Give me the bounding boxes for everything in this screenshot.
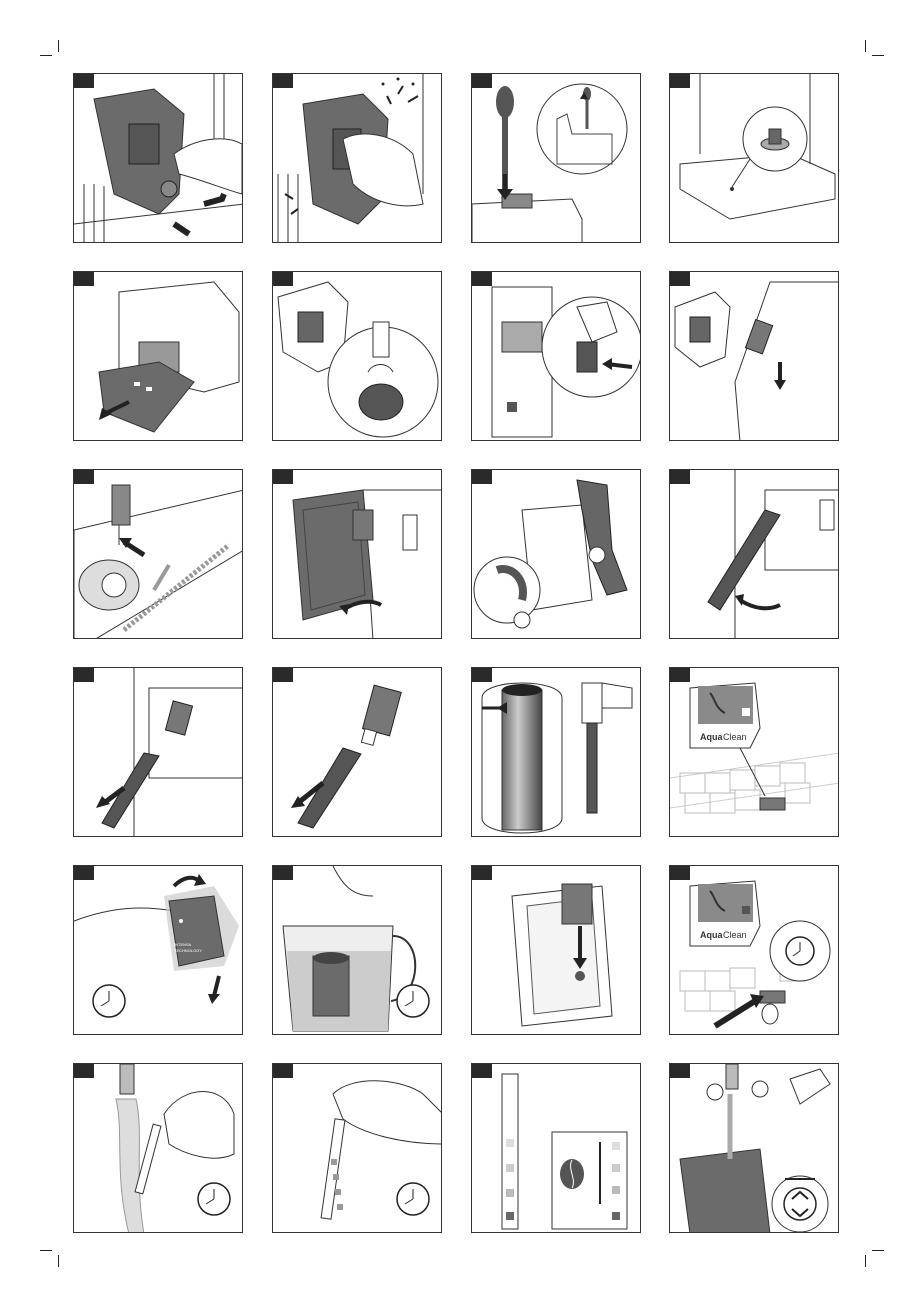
step-number	[472, 668, 492, 682]
lubricate-brew-group-icon	[670, 272, 839, 441]
lubricate-machine-inside-icon	[472, 272, 641, 441]
water-tank-removal-icon	[273, 470, 442, 639]
step-panel-19	[471, 865, 641, 1035]
step-panel-12	[669, 469, 839, 639]
milk-tube-removal-icon	[670, 470, 839, 639]
step-number	[74, 866, 94, 880]
step-number	[74, 668, 94, 682]
test-strip-wait-icon	[273, 1064, 442, 1233]
step-number	[273, 1064, 293, 1078]
crop-mark-top-left-v	[58, 40, 59, 52]
step-number	[273, 74, 293, 88]
step-panel-18	[272, 865, 442, 1035]
step-panel-15	[471, 667, 641, 837]
step-number	[273, 470, 293, 484]
step-panel-20: Aqua Clean	[669, 865, 839, 1035]
crop-mark-top-right-h	[872, 55, 884, 56]
filter-shake-icon: INTENSA TECHNOLOGY	[74, 866, 243, 1035]
brew-group-cleaning-icon	[273, 74, 442, 243]
filter-logo-line1: INTENSA	[174, 942, 192, 947]
step-panel-3	[471, 73, 641, 243]
step-panel-10	[272, 469, 442, 639]
step-number	[472, 74, 492, 88]
drip-tray-removal-icon	[74, 272, 243, 441]
aquaclean-activate-icon: Aqua Clean	[670, 866, 839, 1035]
step-number	[74, 272, 94, 286]
crop-mark-top-left-h	[40, 55, 52, 56]
filter-logo-line2: TECHNOLOGY	[174, 948, 202, 953]
tube-disassemble-icon	[273, 668, 442, 837]
crop-mark-top-right-v	[865, 40, 866, 52]
filter-handle-icon	[472, 470, 641, 639]
step-number	[670, 470, 690, 484]
step-number	[472, 272, 492, 286]
lubricate-rails-icon	[74, 470, 243, 639]
step-panel-1	[73, 73, 243, 243]
crop-mark-bottom-right-h	[872, 1250, 884, 1251]
step-number	[670, 866, 690, 880]
step-panel-8	[669, 271, 839, 441]
step-number	[670, 1064, 690, 1078]
step-panel-7	[471, 271, 641, 441]
step-panel-2	[272, 73, 442, 243]
step-panel-5	[73, 271, 243, 441]
step-number	[273, 668, 293, 682]
test-strip-water-icon	[74, 1064, 243, 1233]
hardness-scale-icon	[472, 1064, 641, 1233]
crop-mark-bottom-left-v	[58, 1255, 59, 1267]
step-number	[472, 866, 492, 880]
tube-inspect-icon	[472, 668, 641, 837]
step-panel-9	[73, 469, 243, 639]
step-panel-23	[471, 1063, 641, 1233]
filter-soak-icon	[273, 866, 442, 1035]
step-panel-6	[272, 271, 442, 441]
step-panel-17: INTENSA TECHNOLOGY	[73, 865, 243, 1035]
step-panel-4	[669, 73, 839, 243]
brew-group-removal-icon	[74, 74, 243, 243]
step-panel-21	[73, 1063, 243, 1233]
aquaclean-word: Clean	[723, 930, 747, 940]
step-number	[670, 74, 690, 88]
aquaclean-brand: Aqua	[700, 732, 723, 742]
step-number	[74, 74, 94, 88]
step-panel-14	[272, 667, 442, 837]
brew-group-lubricate-icon	[273, 272, 442, 441]
tube-cap-removal-icon	[74, 668, 243, 837]
machine-top-view-icon	[670, 74, 839, 243]
step-number	[670, 668, 690, 682]
crop-mark-bottom-left-h	[40, 1250, 52, 1251]
spoon-measuring-icon	[472, 74, 641, 243]
crop-mark-bottom-right-v	[865, 1255, 866, 1267]
step-panel-16: Aqua Clean	[669, 667, 839, 837]
step-number	[273, 272, 293, 286]
step-panel-24	[669, 1063, 839, 1233]
step-number	[472, 470, 492, 484]
step-number	[74, 470, 94, 484]
step-number	[74, 1064, 94, 1078]
step-number	[273, 866, 293, 880]
aquaclean-word: Clean	[723, 732, 747, 742]
step-panel-13	[73, 667, 243, 837]
aquaclean-display-icon: Aqua Clean	[670, 668, 839, 837]
step-number	[670, 272, 690, 286]
tank-fill-recycle-icon	[670, 1064, 839, 1233]
aquaclean-brand: Aqua	[700, 930, 723, 940]
step-panel-11	[471, 469, 641, 639]
step-number	[472, 1064, 492, 1078]
step-panel-22	[272, 1063, 442, 1233]
filter-insert-icon	[472, 866, 641, 1035]
